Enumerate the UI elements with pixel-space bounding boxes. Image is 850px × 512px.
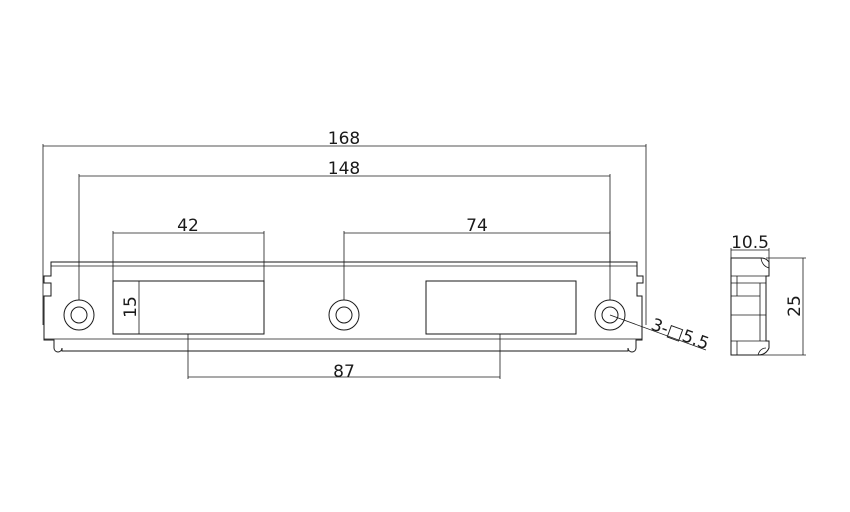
dim-left-cutout-width: 42: [112, 216, 265, 281]
dim-side-height-label: 25: [785, 295, 805, 317]
dim-left-cutout-width-label: 42: [177, 216, 199, 236]
dim-cutout-height-label: 15: [121, 296, 141, 318]
dim-overall-length-label: 168: [328, 129, 360, 149]
cutout-right: [425, 280, 577, 335]
plate-outline: [43, 261, 644, 353]
side-profile-curl-top: [760, 257, 770, 269]
mounting-hole-left: [63, 299, 95, 331]
dim-cutout-spacing: 87: [187, 334, 501, 382]
front-view: 168 148 42 74 15: [42, 129, 712, 382]
dim-right-span-label: 74: [466, 216, 488, 236]
dim-right-span: 74: [343, 216, 611, 300]
hole-callout: 3-□5.5: [609, 314, 712, 354]
dim-cutout-height: 15: [121, 281, 141, 334]
hole-callout-label: 3-□5.5: [648, 315, 711, 354]
dim-cutout-spacing-label: 87: [333, 362, 355, 382]
dim-overall-length: 168: [42, 129, 647, 325]
dim-side-depth-label: 10.5: [731, 233, 769, 253]
side-view: 10.5 25: [730, 233, 806, 356]
dim-side-depth: 10.5: [730, 233, 770, 262]
mounting-hole-center: [328, 299, 360, 331]
side-profile-curl-bottom: [757, 347, 767, 356]
dim-hole-spacing-label: 148: [328, 159, 360, 179]
dim-side-height: 25: [758, 257, 806, 356]
dim-hole-spacing: 148: [78, 159, 611, 300]
side-profile: [730, 257, 770, 356]
cutout-left: [112, 280, 265, 335]
